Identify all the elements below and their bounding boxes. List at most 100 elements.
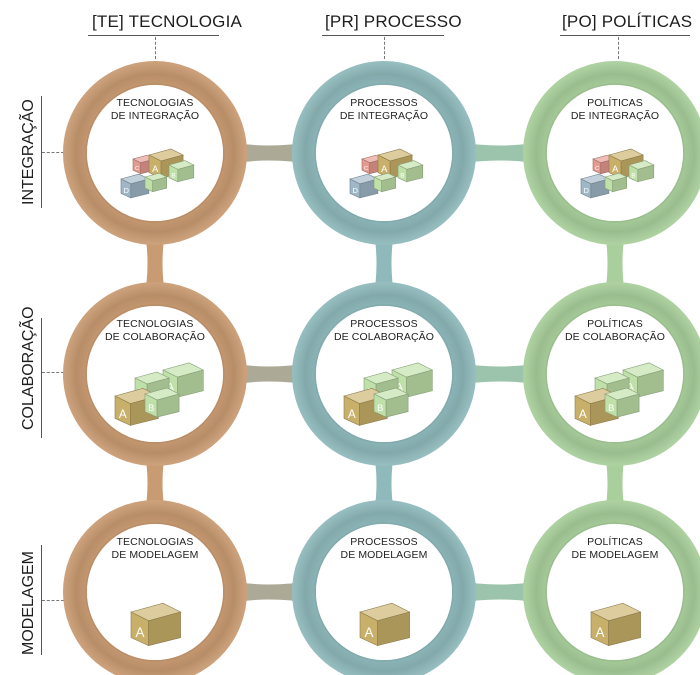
- cube-b-front-icon: B: [144, 387, 180, 418]
- cube-a-front-icon: A: [343, 387, 389, 426]
- cube-letter: D: [584, 186, 590, 195]
- cube-letter: A: [152, 164, 159, 174]
- cell-label-line: TECNOLOGIAS: [116, 318, 194, 330]
- cube-b-front-icon: B: [373, 387, 409, 418]
- cube-b-icon: B: [397, 160, 424, 183]
- cube-letter: A: [612, 164, 619, 174]
- ring-politicas-modelagem: [523, 500, 700, 675]
- column-title-tecnologia: [TE] TECNOLOGIA: [92, 12, 243, 31]
- column-title-politicas: [PO] POLÍTICAS: [562, 12, 693, 31]
- column-underline: [560, 35, 690, 36]
- cell-label-line: DE MODELAGEM: [111, 549, 199, 561]
- column-underline: [322, 35, 444, 36]
- integration-blocks-icon: D C A B: [580, 148, 655, 199]
- cube-letter: C: [364, 166, 369, 172]
- column-connector: [384, 37, 385, 59]
- cell-label-line: POLÍTICAS: [587, 318, 643, 330]
- integration-blocks-icon: D C A B: [120, 148, 195, 199]
- modeling-cube-icon: A: [590, 602, 642, 647]
- column-title-processo: [PR] PROCESSO: [325, 12, 462, 31]
- ring-processo-modelagem: [292, 500, 476, 675]
- cube-letter: B: [377, 403, 383, 413]
- cube-letter: A: [364, 625, 373, 640]
- cell-label-line: PROCESSOS: [350, 536, 418, 548]
- cell-label-line: TECNOLOGIAS: [116, 536, 194, 548]
- cube-letter: B: [171, 172, 176, 179]
- cell-label-line: PROCESSOS: [350, 97, 418, 109]
- horizontal-connector: [458, 363, 541, 385]
- cube-letter: A: [167, 381, 175, 393]
- vertical-connector: [604, 227, 626, 300]
- row-connector: [42, 600, 64, 601]
- cube-letter: A: [135, 625, 144, 640]
- horizontal-connector: [229, 142, 310, 164]
- cube-letter: D: [353, 186, 359, 195]
- ring-processo-integracao: [292, 61, 476, 245]
- cube-letter: A: [119, 408, 127, 421]
- collaboration-cubes-icon: ABAB: [574, 362, 665, 426]
- cell-label-line: DE MODELAGEM: [571, 549, 659, 561]
- cube-letter: C: [595, 166, 600, 172]
- cell-label-line: TECNOLOGIAS: [116, 97, 194, 109]
- horizontal-connector: [229, 581, 310, 603]
- modeling-cube-icon: A: [359, 602, 411, 647]
- cube-letter: B: [148, 403, 154, 413]
- vertical-connector: [144, 227, 166, 300]
- cube-letter: A: [396, 381, 404, 393]
- cube-d-icon: D: [120, 173, 150, 199]
- cell-label-line: DE INTEGRAÇÃO: [339, 110, 429, 122]
- cube-small-icon: [373, 172, 397, 193]
- cube-letter: B: [400, 172, 405, 179]
- row-connector: [42, 152, 64, 153]
- cube-letter: C: [135, 166, 140, 172]
- horizontal-connector: [458, 142, 541, 164]
- column-connector: [618, 37, 619, 59]
- cube-small-icon: [144, 172, 168, 193]
- cell-label-line: DE INTEGRAÇÃO: [570, 110, 660, 122]
- cell-label-line: DE COLABORAÇÃO: [104, 331, 205, 343]
- ring-politicas-integracao: [523, 61, 700, 245]
- ring-tecnologia-integracao: [63, 61, 247, 245]
- column-connector: [155, 37, 156, 59]
- cell-label-line: PROCESSOS: [350, 318, 418, 330]
- cube-letter: A: [595, 625, 604, 640]
- ring-tecnologia-modelagem: [63, 500, 247, 675]
- cube-b-icon: B: [628, 160, 655, 183]
- cube-d-icon: D: [580, 173, 610, 199]
- cell-label-line: POLÍTICAS: [587, 97, 643, 109]
- row-underline: [41, 545, 42, 655]
- cube-letter: B: [608, 403, 614, 413]
- horizontal-connector: [229, 363, 310, 385]
- collaboration-cubes-icon: ABAB: [343, 362, 434, 426]
- cube-b-icon: B: [168, 160, 195, 183]
- cell-label-line: DE INTEGRAÇÃO: [110, 110, 200, 122]
- row-underline: [41, 96, 42, 208]
- vertical-connector: [373, 227, 395, 300]
- cube-small-icon: [604, 172, 628, 193]
- cube-letter: A: [627, 381, 635, 393]
- cell-label-line: DE COLABORAÇÃO: [333, 331, 434, 343]
- cell-label-line: POLÍTICAS: [587, 536, 643, 548]
- cube-b-front-icon: B: [604, 387, 640, 418]
- grid-rings: [63, 61, 700, 675]
- cube-letter: A: [579, 408, 587, 421]
- grid-icons: DCABDCABDCABABABABABABABAAA: [114, 148, 665, 647]
- cube-a-back-icon: A: [391, 362, 434, 398]
- horizontal-connector: [458, 581, 541, 603]
- collaboration-cubes-icon: ABAB: [114, 362, 205, 426]
- cell-label-line: DE COLABORAÇÃO: [564, 331, 665, 343]
- cell-label-line: DE MODELAGEM: [340, 549, 428, 561]
- cube-letter: B: [631, 172, 636, 179]
- cube-letter: D: [124, 186, 130, 195]
- modeling-cube-icon: A: [130, 602, 182, 647]
